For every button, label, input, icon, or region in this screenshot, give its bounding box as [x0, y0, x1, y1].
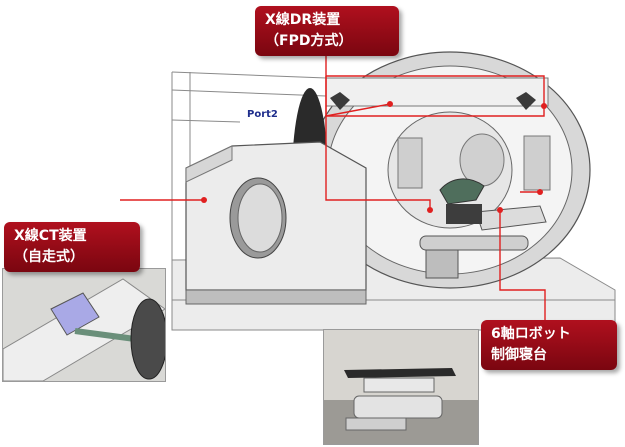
callout-ct-line1: X線CT装置	[14, 226, 130, 247]
callout-ct-line2: （自走式）	[14, 247, 130, 268]
callout-robot-line1: 6軸ロボット	[491, 324, 607, 345]
callout-robot-couch: 6軸ロボット 制御寝台	[481, 320, 617, 370]
port-label: Port2	[247, 109, 278, 120]
callout-ct-device: X線CT装置 （自走式）	[4, 222, 140, 272]
ct-unit	[186, 142, 366, 304]
callout-dr-line1: X線DR装置	[265, 10, 389, 31]
callout-dr-line2: （FPD方式）	[265, 31, 389, 52]
ct-inset-image	[2, 268, 166, 382]
robot-couch-drawing	[324, 330, 478, 444]
ct-inset-drawing	[3, 269, 165, 381]
callout-robot-line2: 制御寝台	[491, 345, 607, 366]
callout-dr-device: X線DR装置 （FPD方式）	[255, 6, 399, 56]
robot-couch-photo	[323, 329, 479, 445]
